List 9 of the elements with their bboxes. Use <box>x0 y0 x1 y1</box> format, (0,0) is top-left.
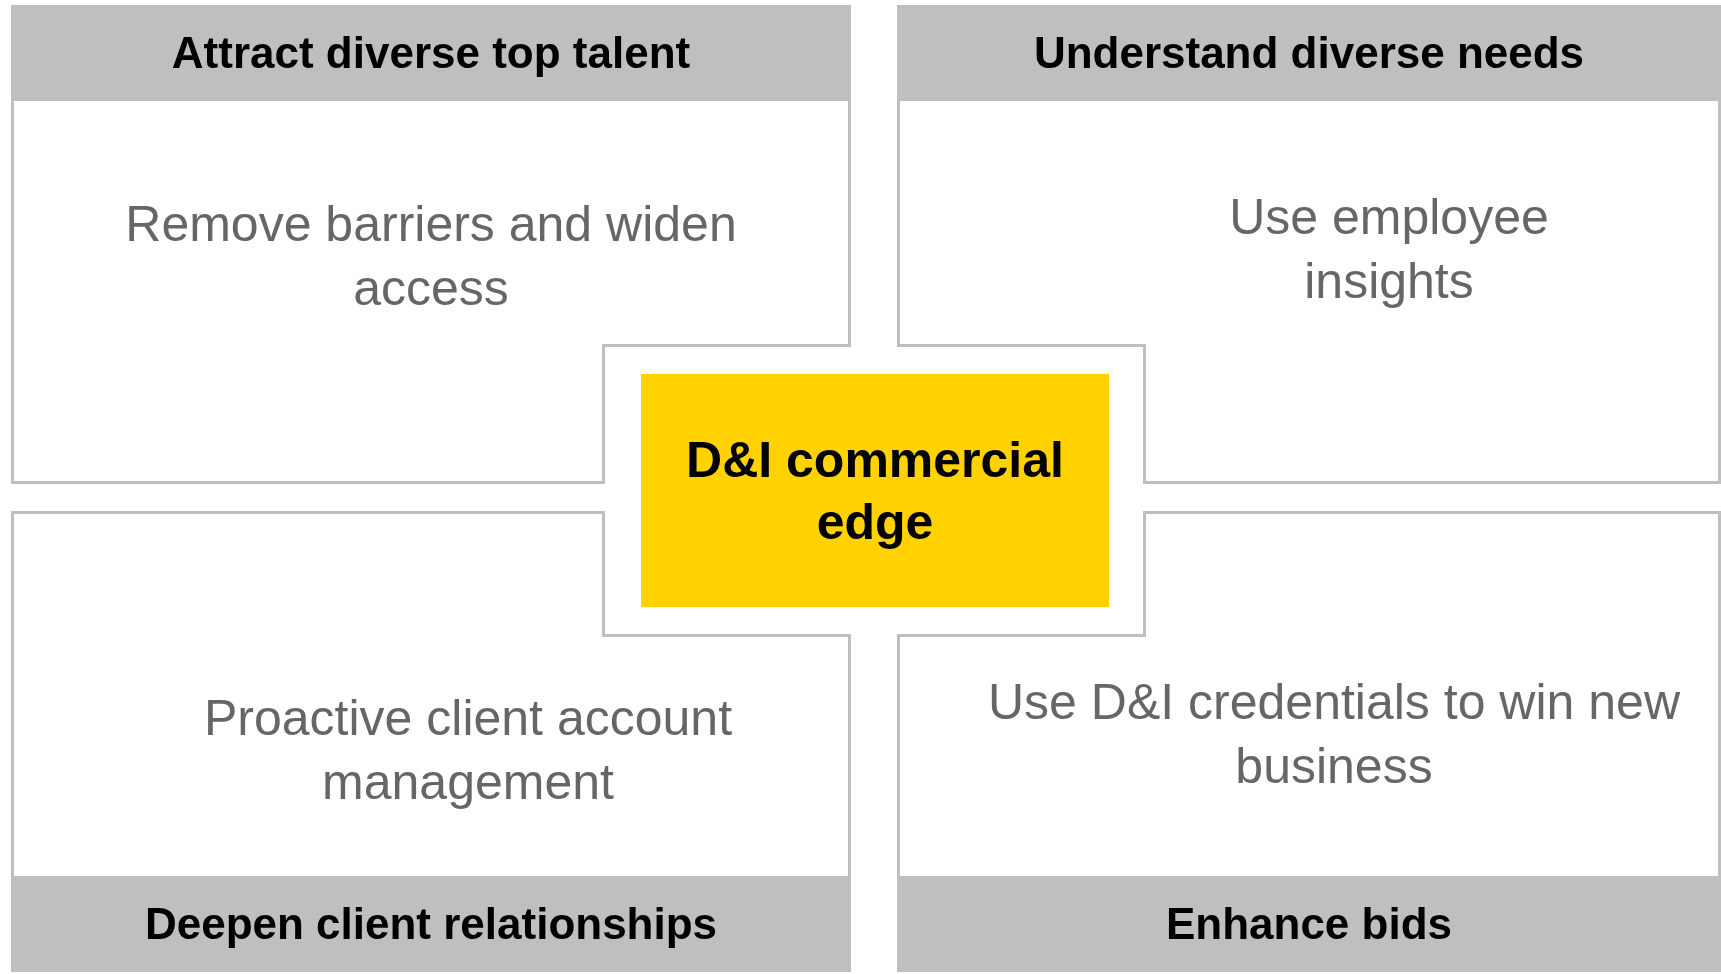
body-text: Proactive client account management <box>202 689 734 812</box>
heading-band: Enhance bids <box>897 876 1721 972</box>
center-box: D&I commercial edge <box>641 374 1109 607</box>
body-text: Use employee insights <box>1228 188 1550 311</box>
body-text: Use D&I credentials to win new business <box>987 673 1681 796</box>
heading-band: Understand diverse needs <box>897 5 1721 101</box>
body-text: Remove barriers and widen access <box>124 195 738 318</box>
heading-band: Deepen client relationships <box>11 876 851 972</box>
heading-band: Attract diverse top talent <box>11 5 851 101</box>
